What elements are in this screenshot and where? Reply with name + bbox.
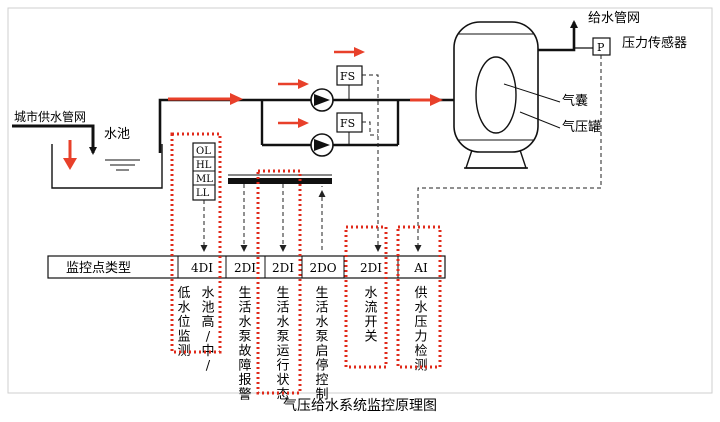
outlet-pipe [538, 20, 578, 52]
pump-base [228, 178, 332, 184]
pressure-sensor-symbol: P [597, 41, 605, 54]
type-cell-level: 4DI [191, 261, 213, 275]
level-label-ol: OL [196, 146, 211, 157]
flow-arrow-into-pool-head [63, 158, 77, 170]
desc-supply-pressure: 供水压力检测 [414, 286, 427, 374]
highlight-pressure [396, 225, 442, 369]
desc-low-level: 低水位监测 [177, 286, 190, 359]
type-cell-start-stop: 2DO [309, 261, 336, 275]
air-tank-leader [519, 111, 561, 129]
desc-pump-start-stop: 生活水泵启停控制 [315, 286, 328, 403]
supply-network-label: 给水管网 [588, 11, 640, 26]
desc-pump-fault: 生活水泵故障报警 [238, 286, 251, 403]
pressure-tank [453, 21, 539, 169]
signal-line-flow-switch [362, 74, 382, 252]
type-row-header: 监控点类型 [66, 261, 131, 276]
level-label-hl: HL [196, 160, 212, 171]
flow-arrow-bottom-branch-head [298, 118, 309, 128]
signal-line-pressure [414, 55, 602, 252]
flow-arrow-top-branch-head [298, 79, 309, 89]
flow-switch-1-label: FS [340, 70, 355, 83]
flow-arrow-suction-head [230, 93, 243, 105]
air-bag-label: 气囊 [562, 93, 588, 109]
type-cell-fault: 2DI [234, 261, 256, 275]
flow-arrow-discharge-head [430, 94, 443, 106]
pump-1-icon [310, 88, 334, 112]
highlight-flow-switch [344, 225, 388, 369]
type-cell-flow-switch: 2DI [360, 261, 382, 275]
highlight-run-status [256, 169, 302, 395]
pump-2-icon [310, 133, 334, 157]
pool-label: 水池 [104, 127, 130, 142]
pool-tank [51, 144, 163, 189]
type-cell-run-status: 2DI [272, 261, 294, 275]
flow-arrow-to-fs-head [354, 47, 365, 57]
city-water-main-pipe [12, 124, 97, 155]
highlight-level-monitoring [170, 132, 222, 354]
air-tank-label: 气压罐 [562, 119, 601, 135]
flow-switch-2-label: FS [340, 117, 355, 130]
city-water-network-label: 城市供水管网 [14, 109, 86, 124]
signal-line-flow-switch-2 [362, 121, 378, 136]
desc-flow-switch: 水流开关 [364, 286, 377, 345]
desc-pool-high-mid: 水池高/中/ [201, 286, 214, 374]
level-label-ll: LL [196, 188, 210, 199]
page-frame [7, 7, 713, 394]
type-cell-pressure: AI [413, 261, 428, 275]
diagram-caption: 气压给水系统监控原理图 [283, 398, 437, 414]
air-bag-leader [503, 83, 561, 103]
level-label-ml: ML [196, 174, 213, 185]
desc-pump-run-status: 生活水泵运行状态 [276, 286, 289, 403]
pressure-sensor-label: 压力传感器 [622, 35, 687, 51]
